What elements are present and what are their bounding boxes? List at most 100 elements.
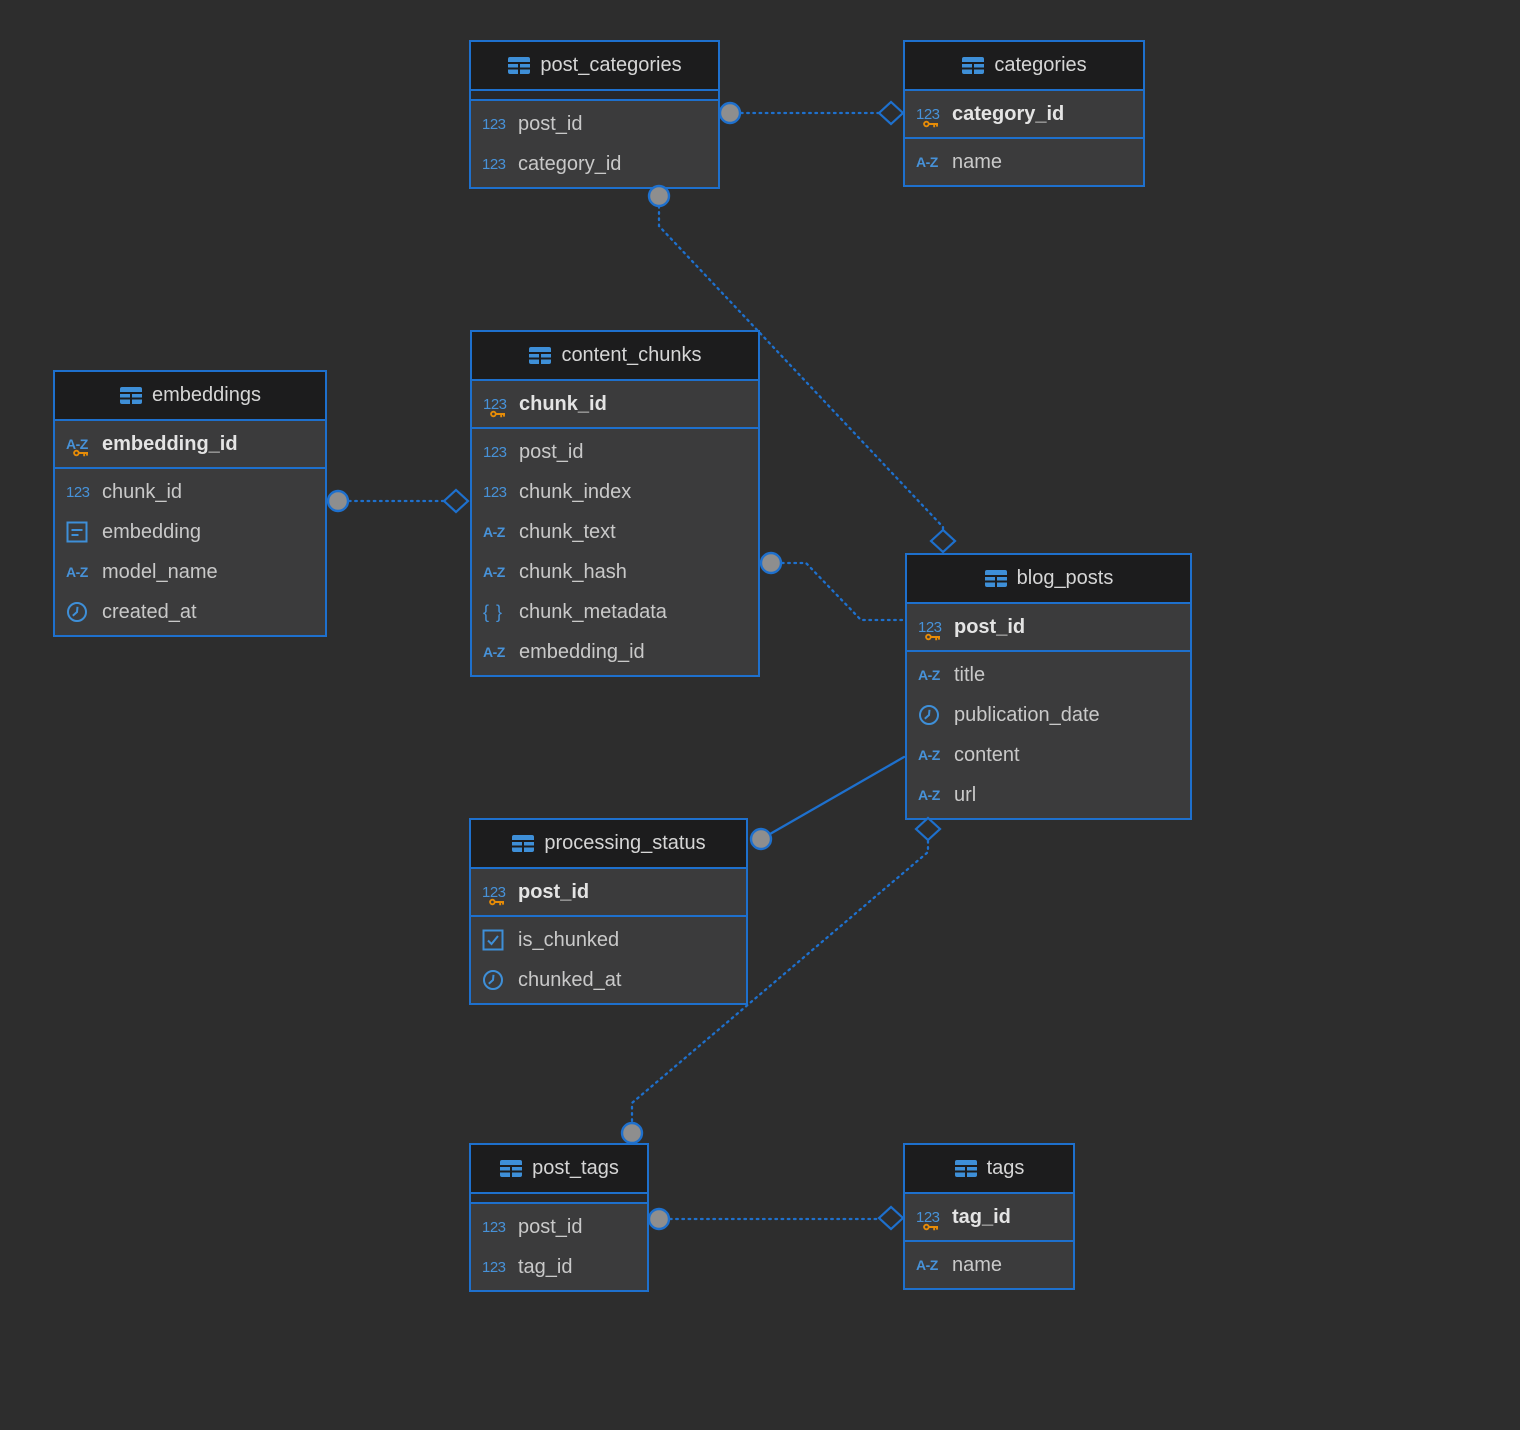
column-name: name: [952, 150, 1003, 173]
relation-content_chunks-blog_posts[interactable]: [759, 551, 906, 622]
type-glyph: 123: [482, 883, 506, 901]
table-title: embeddings: [152, 384, 261, 406]
type-glyph: A-Z: [918, 787, 940, 803]
relation-processing_status-blog_posts[interactable]: [749, 755, 906, 851]
table-header[interactable]: categories: [905, 42, 1143, 91]
table-header[interactable]: post_categories: [471, 42, 718, 91]
table-icon: [954, 1160, 977, 1177]
relation-blog_posts-post_tags[interactable]: [620, 816, 942, 1145]
relation-endpoint-circle: [647, 184, 671, 208]
table-header[interactable]: processing_status: [471, 820, 746, 869]
table-header[interactable]: tags: [905, 1145, 1073, 1194]
primary-key-icon: [923, 120, 938, 127]
column-row-chunk_text: A-Z chunk_text: [472, 512, 758, 552]
column-name: category_id: [952, 102, 1065, 125]
number-type-icon: 123: [916, 1209, 952, 1230]
datetime-type-icon: [482, 969, 518, 991]
type-glyph: 123: [918, 618, 942, 636]
column-name: url: [954, 783, 977, 806]
string-type-icon: A-Z: [918, 667, 954, 683]
type-glyph: A-Z: [66, 564, 88, 580]
number-type-icon: 123: [482, 116, 518, 133]
relation-post_tags-tags[interactable]: [647, 1205, 905, 1231]
column-name: post_id: [518, 1215, 583, 1238]
relation-endpoint-diamond: [914, 816, 942, 842]
type-glyph: 123: [66, 483, 90, 501]
table-icon: [500, 1160, 523, 1177]
column-row-chunked_at: chunked_at: [471, 960, 746, 1000]
primary-key-icon: [490, 410, 505, 417]
column-name: chunk_text: [519, 520, 616, 543]
relation-endpoint-circle: [647, 1207, 671, 1231]
relation-endpoint-circle: [718, 101, 742, 125]
column-row-publication_date: publication_date: [907, 695, 1190, 735]
primary-key-icon: [925, 633, 940, 640]
column-name: post_id: [519, 440, 584, 463]
column-name: embedding: [102, 520, 201, 543]
type-glyph: 123: [482, 1258, 506, 1276]
relation-endpoint-diamond: [442, 488, 470, 514]
boolean-glyph: [482, 929, 504, 951]
table-header[interactable]: content_chunks: [472, 332, 758, 381]
table-header[interactable]: post_tags: [471, 1145, 647, 1194]
datetime-glyph: [67, 602, 87, 622]
relation-post_categories-categories[interactable]: [718, 100, 905, 126]
relation-embeddings-content_chunks[interactable]: [326, 488, 470, 514]
column-name: chunk_id: [102, 480, 183, 503]
column-name: post_id: [518, 112, 583, 135]
type-glyph: A-Z: [483, 524, 505, 540]
table-title: post_categories: [540, 54, 682, 76]
relation-line[interactable]: [657, 204, 945, 532]
relation-line[interactable]: [768, 755, 906, 836]
type-glyph: 123: [482, 155, 506, 173]
datetime-glyph: [483, 970, 503, 990]
relation-endpoint-circle: [326, 489, 350, 513]
relation-post_categories-blog_posts[interactable]: [647, 184, 957, 554]
table-header[interactable]: embeddings: [55, 372, 325, 421]
type-glyph: 123: [483, 483, 507, 501]
datetime-type-icon: [66, 601, 102, 623]
primary-key-section-empty: [471, 1194, 647, 1204]
table-header[interactable]: blog_posts: [907, 555, 1190, 604]
table-title: processing_status: [544, 832, 706, 854]
column-name: publication_date: [954, 703, 1100, 726]
string-type-icon: A-Z: [66, 436, 102, 457]
relation-line[interactable]: [780, 561, 906, 622]
column-name: title: [954, 663, 986, 686]
column-name: embedding_id: [519, 640, 645, 663]
relation-line[interactable]: [630, 839, 930, 1124]
column-name: chunked_at: [518, 968, 622, 991]
datetime-glyph: [919, 705, 939, 725]
column-row-created_at: created_at: [55, 592, 325, 632]
column-name: chunk_hash: [519, 560, 627, 583]
column-row-embedding: embedding: [55, 512, 325, 552]
